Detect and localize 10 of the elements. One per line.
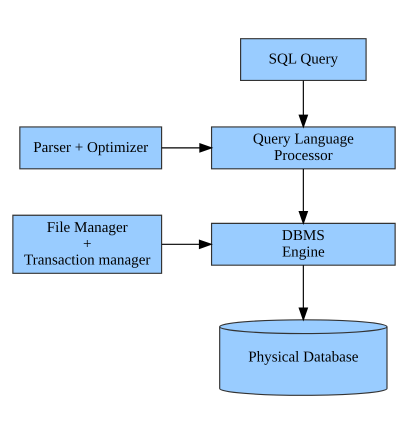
arrow — [298, 80, 308, 129]
node-box: Query Language Processor — [210, 126, 396, 170]
node-box: SQL Query — [240, 38, 367, 82]
node-box: File Manager + Transaction manager — [12, 214, 162, 274]
arrow — [298, 169, 308, 225]
node-box: Parser + Optimizer — [19, 126, 162, 170]
node-box: DBMS Engine — [210, 222, 396, 266]
arrow — [162, 142, 214, 153]
arrow — [298, 265, 308, 322]
arrow — [162, 239, 213, 250]
